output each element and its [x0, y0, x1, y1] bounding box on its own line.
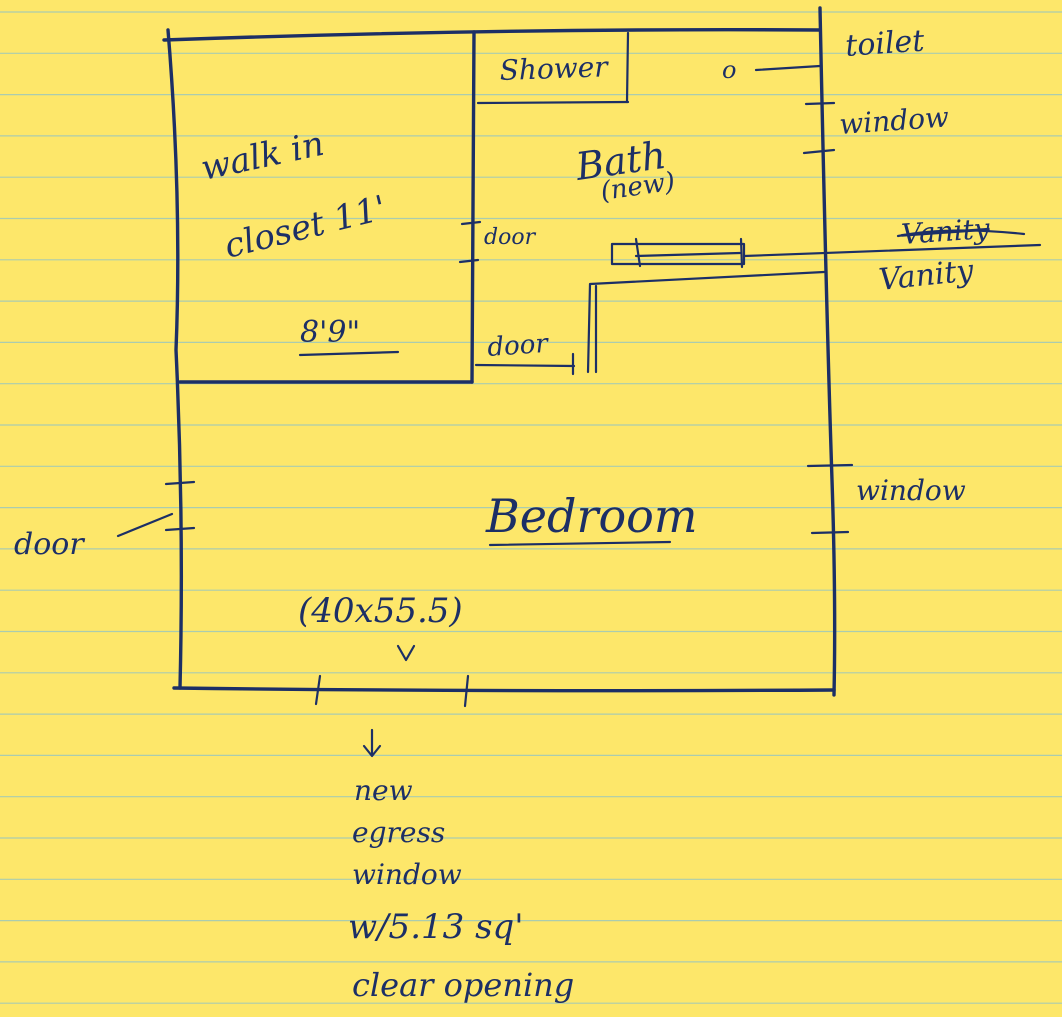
closet-width-underline [298, 350, 400, 357]
shower-bottom [476, 100, 630, 105]
bedroom-underline [488, 540, 672, 547]
egress-arrow-down-2 [362, 728, 382, 758]
shower-outline [476, 31, 630, 105]
egress-note-line-4: w/5.13 sq' [348, 907, 524, 947]
closet-right-wall [470, 30, 476, 384]
egress-note-line-2: egress [352, 816, 445, 849]
window-bedroom-tick-bottom [810, 530, 850, 535]
window-bath-tick-bottom [802, 148, 836, 155]
shower-right [625, 31, 630, 104]
door-left-leader [116, 512, 174, 538]
vanity-tick-right [739, 237, 744, 269]
egress-note-line-1: new [354, 774, 413, 807]
label-window-bath: window [838, 100, 950, 141]
egress-tick-right [463, 674, 470, 708]
window-bath-tick-top [804, 101, 836, 106]
toilet-symbol: o [722, 56, 736, 84]
bath-outline [474, 270, 826, 376]
label-closet-width: 8'9" [300, 315, 360, 350]
egress-note: new egress window w/5.13 sq' clear openi… [348, 774, 574, 1004]
egress-tick-left [314, 674, 322, 706]
bath-door-line [474, 363, 576, 368]
top-wall [162, 28, 822, 42]
right-wall [818, 6, 837, 697]
egress-arrow-down-1 [396, 644, 416, 662]
door-left-tick-bottom [164, 526, 196, 532]
window-bedroom-tick-top [806, 463, 854, 468]
bottom-wall [172, 686, 836, 693]
closet-door-tick-top [460, 220, 482, 226]
label-bedroom: Bedroom [485, 489, 697, 543]
vanity-tick-left [634, 237, 642, 268]
toilet-leader [754, 64, 822, 72]
label-closet-door: door [484, 225, 537, 250]
vanity-line [634, 251, 742, 258]
label-egress-size: (40x55.5) [298, 591, 463, 631]
vanity-counter [610, 242, 746, 266]
opening-marks [116, 64, 854, 758]
strike-scribble [896, 229, 1026, 238]
left-wall [166, 28, 184, 690]
vanity-shape [610, 237, 1042, 269]
label-bath-door: door [486, 329, 550, 363]
label-door-left: door [14, 527, 85, 562]
egress-note-line-3: window [352, 858, 462, 891]
label-toilet: toilet [844, 23, 926, 63]
bath-inner-wall [586, 270, 826, 374]
door-left-tick-top [164, 480, 196, 486]
label-shower: Shower [499, 50, 610, 87]
closet-outline [178, 30, 476, 384]
label-window-bedroom: window [856, 474, 966, 507]
egress-note-line-5: clear opening [352, 966, 574, 1004]
vanity-leader [742, 243, 1042, 258]
bedroom-walls [162, 6, 837, 697]
closet-door-tick-bottom [458, 258, 480, 264]
